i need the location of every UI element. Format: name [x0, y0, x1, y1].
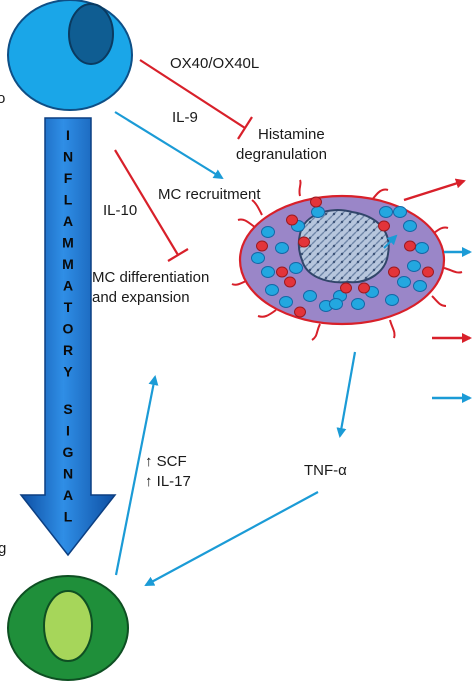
granule-red [404, 240, 416, 252]
granule-blue [329, 298, 343, 310]
granule-red [276, 266, 288, 278]
signal-letter: I [66, 127, 70, 143]
granule-blue [261, 266, 275, 278]
left-edge-fragment-bottom: g [0, 540, 6, 557]
signal-letter: A [63, 487, 73, 503]
granule-red [298, 236, 310, 248]
signal-letter: M [62, 256, 74, 272]
label-mc-differentiation: MC differentiation [92, 269, 209, 286]
granule-blue [413, 280, 427, 292]
bottom-cell-upward-arrow [114, 375, 159, 576]
granule-blue [311, 206, 325, 218]
mast-cell-inner-arrow [383, 234, 398, 249]
label-mc-recruitment: MC recruitment [158, 186, 261, 203]
mast-cell-outgoing-arrows [403, 178, 472, 403]
granule-blue [303, 290, 317, 302]
signal-letter: T [64, 299, 73, 315]
granule-blue [407, 260, 421, 272]
label-and-expansion: and expansion [92, 289, 190, 306]
granule-red [340, 282, 352, 294]
label-degranulation: degranulation [236, 146, 327, 163]
signal-letter: N [63, 466, 73, 482]
signal-letter: A [63, 213, 73, 229]
granule-blue [397, 276, 411, 288]
granule-blue [379, 206, 393, 218]
granule-red [286, 214, 298, 226]
left-edge-fragment-top: o [0, 90, 5, 107]
granule-blue [275, 242, 289, 254]
top-cell-nucleus [68, 3, 114, 65]
granule-red [294, 306, 306, 318]
signal-letter: S [63, 401, 72, 417]
mast-cell-nucleus [297, 209, 390, 284]
label-il10: IL-10 [103, 202, 137, 219]
signal-letter: L [64, 192, 73, 208]
granule-blue [289, 262, 303, 274]
granule-blue [279, 296, 293, 308]
granule-blue [251, 252, 265, 264]
granule-blue [403, 220, 417, 232]
granule-red [422, 266, 434, 278]
bottom-cell-nucleus [43, 590, 93, 662]
granule-blue [261, 226, 275, 238]
signal-letter: M [62, 235, 74, 251]
ox40-inhibition-connector [139, 59, 253, 140]
label-il17: ↑ IL-17 [145, 473, 191, 490]
signal-letter: O [63, 321, 74, 337]
granule-blue [415, 242, 429, 254]
granule-blue [351, 298, 365, 310]
signal-letter: A [63, 278, 73, 294]
mast-cell-processes [231, 179, 463, 341]
outgoing-arrow-red-top [403, 178, 466, 202]
signal-letter: G [63, 444, 74, 460]
granule-red [388, 266, 400, 278]
mast-cell-to-tnf-arrow [336, 351, 357, 438]
top-cell-body [7, 0, 133, 111]
granule-red [358, 282, 370, 294]
signal-letter: I [66, 423, 70, 439]
granule-red [284, 276, 296, 288]
granule-red [256, 240, 268, 252]
granule-red [378, 220, 390, 232]
tnf-to-bottom-cell-arrow [144, 491, 319, 586]
signal-letter: R [63, 342, 73, 358]
label-tnf-alpha: TNF-α [304, 462, 347, 479]
label-il9: IL-9 [172, 109, 198, 126]
il10-inhibition-connector [114, 149, 189, 262]
signal-letter: Y [63, 364, 73, 380]
signal-letter: F [64, 170, 73, 186]
label-ox40: OX40/OX40L [170, 55, 259, 72]
bottom-immune-cell [7, 575, 129, 681]
top-immune-cell [7, 0, 133, 111]
granule-blue [393, 206, 407, 218]
signal-letter: L [64, 509, 73, 525]
label-histamine: Histamine [258, 126, 325, 143]
mast-cell-granules [251, 196, 434, 318]
signal-letter: N [63, 149, 73, 165]
mast-cell [231, 179, 463, 341]
granule-blue [265, 284, 279, 296]
il9-recruitment-arrow [114, 111, 224, 180]
granule-blue [385, 294, 399, 306]
label-scf: ↑ SCF [145, 453, 187, 470]
granule-red [310, 196, 322, 208]
